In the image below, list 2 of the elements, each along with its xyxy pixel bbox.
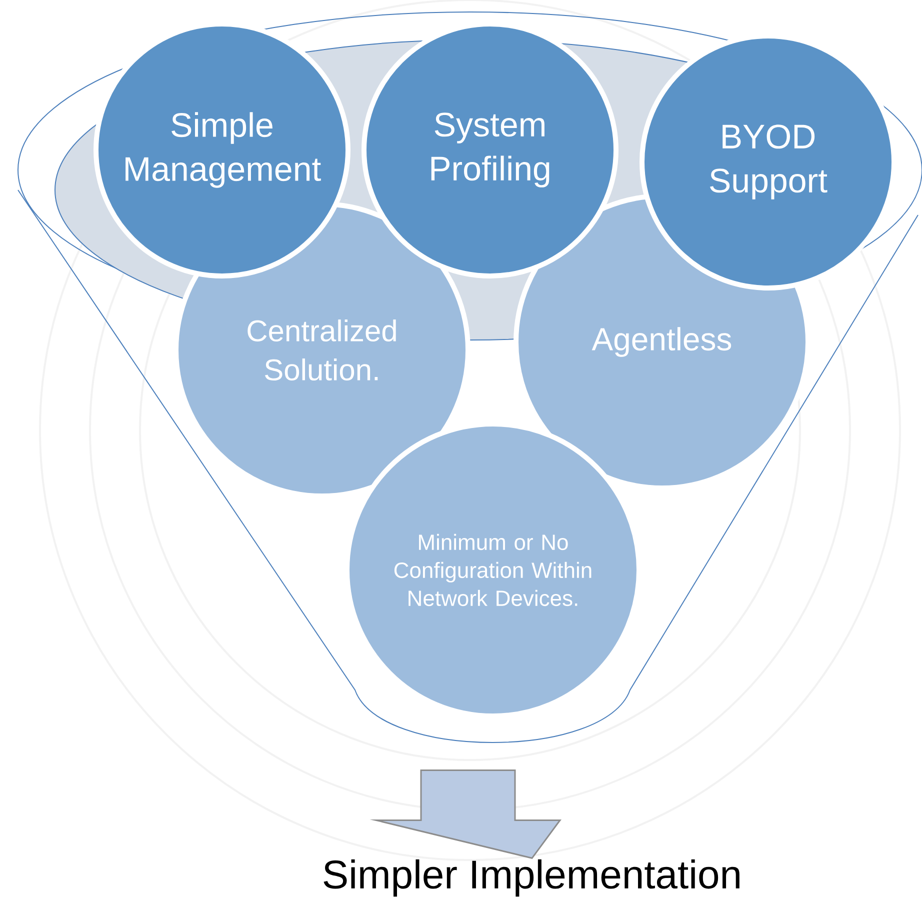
- block-arrow: [370, 769, 562, 859]
- result-text: Simpler Implementation: [324, 859, 740, 897]
